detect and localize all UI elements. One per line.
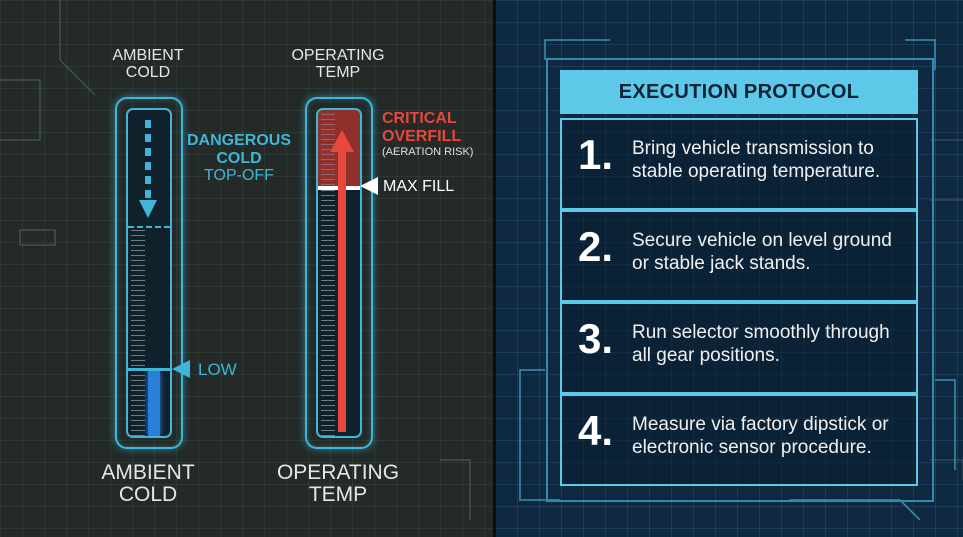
overfill-label: OVERFILL — [382, 127, 462, 145]
left-gauge-bottom-label: AMBIENT COLD — [90, 461, 206, 507]
protocol-step: 2. Secure vehicle on level ground or sta… — [560, 210, 918, 302]
annotation-dangerous: DANGEROUS — [186, 132, 291, 149]
right-bottom-label-line1: OPERATING — [276, 461, 400, 484]
low-marker-icon — [172, 360, 190, 378]
right-gauge-ticks-upper — [321, 114, 335, 188]
left-bottom-label-line1: AMBIENT — [101, 461, 195, 484]
step-text: Measure via factory dipstick or electron… — [632, 414, 912, 460]
critical-label: CRITICAL — [382, 110, 457, 127]
protocol-title: EXECUTION PROTOCOL — [560, 70, 918, 114]
left-panel-background — [0, 0, 495, 537]
left-gauge-fluid — [148, 371, 160, 436]
annotation-cold: COLD — [216, 149, 262, 167]
left-gauge-target-dashed-line — [128, 226, 170, 228]
step-text-line2: stable operating temperature. — [632, 160, 881, 182]
left-gauge-outer — [115, 97, 183, 449]
max-fill-marker-icon — [360, 177, 378, 195]
critical-overfill-annotation: CRITICAL OVERFILL (AERATION RISK) — [382, 110, 492, 159]
protocol-step: 4. Measure via factory dipstick or elect… — [560, 394, 918, 486]
step-text-line2: all gear positions. — [632, 344, 780, 366]
right-bottom-label-line2: TEMP — [308, 483, 368, 507]
execution-protocol-panel: EXECUTION PROTOCOL 1. Bring vehicle tran… — [560, 70, 918, 486]
right-top-label-line2: TEMP — [315, 63, 361, 81]
right-top-label-line1: OPERATING — [291, 47, 385, 64]
step-number: 3. — [578, 315, 614, 362]
step-number: 4. — [578, 407, 614, 454]
left-top-label-line1: AMBIENT — [112, 47, 184, 64]
step-text-line1: Run selector smoothly through — [632, 322, 890, 343]
protocol-step: 1. Bring vehicle transmission to stable … — [560, 118, 918, 210]
step-text-line2: or stable jack stands. — [632, 252, 811, 274]
right-gauge-top-label: OPERATING TEMP — [280, 47, 396, 82]
left-bottom-label-line2: COLD — [118, 483, 178, 507]
protocol-step: 3. Run selector smoothly through all gea… — [560, 302, 918, 394]
step-text: Bring vehicle transmission to stable ope… — [632, 138, 912, 184]
annotation-top-off: TOP-OFF — [204, 167, 274, 185]
step-number: 2. — [578, 223, 614, 270]
panel-divider — [493, 0, 496, 537]
left-top-label-line2: COLD — [125, 63, 171, 81]
up-arrow-icon — [330, 130, 354, 432]
step-text: Secure vehicle on level ground or stable… — [632, 230, 912, 276]
step-text-line1: Bring vehicle transmission to — [632, 138, 874, 159]
step-text-line2: electronic sensor procedure. — [632, 436, 872, 458]
right-gauge-outer — [305, 97, 373, 449]
dangerous-cold-annotation: DANGEROUS COLD TOP-OFF — [180, 132, 298, 185]
right-gauge-bottom-label: OPERATING TEMP — [272, 461, 404, 507]
step-text-line1: Measure via factory dipstick or — [632, 414, 889, 435]
aeration-risk-label: (AERATION RISK) — [382, 146, 474, 159]
left-gauge-ticks — [131, 230, 145, 436]
down-arrow-icon — [139, 120, 157, 218]
left-gauge-top-label: AMBIENT COLD — [100, 47, 196, 82]
right-gauge-ticks — [321, 190, 335, 436]
max-fill-label: MAX FILL — [383, 178, 455, 195]
step-text: Run selector smoothly through all gear p… — [632, 322, 912, 368]
step-text-line1: Secure vehicle on level ground — [632, 230, 892, 251]
step-number: 1. — [578, 131, 614, 178]
low-label: LOW — [198, 360, 237, 379]
left-gauge-low-line — [128, 368, 170, 371]
